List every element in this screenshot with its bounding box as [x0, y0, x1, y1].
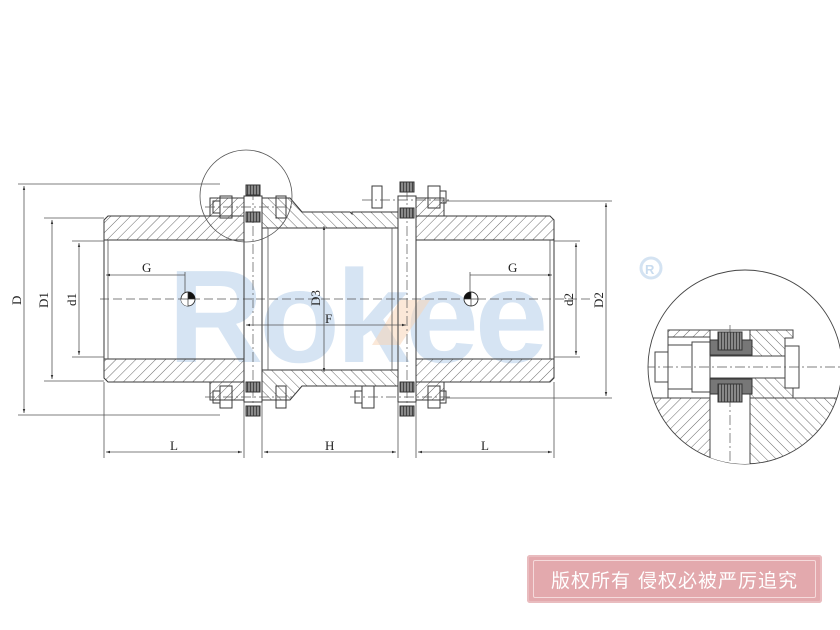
label-G-left: G [142, 260, 151, 275]
label-D3: D3 [308, 290, 323, 306]
label-d2: d2 [561, 293, 576, 306]
dimension-labels: D D1 d1 G D3 F G d2 D2 L H L [9, 260, 606, 453]
svg-text:R: R [645, 262, 655, 277]
registered-mark-icon [639, 256, 663, 280]
dimension-lines [22, 186, 608, 454]
label-H: H [325, 438, 334, 453]
right-hub [415, 197, 555, 401]
label-D1: D1 [36, 292, 51, 308]
label-L-right: L [481, 438, 489, 453]
label-L-left: L [170, 438, 178, 453]
bolt-assemblies [205, 181, 452, 417]
copyright-text: 版权所有 侵权必被严厉追究 [550, 569, 799, 592]
stamp-border [533, 560, 816, 598]
label-D2: D2 [591, 292, 606, 308]
detail-view [647, 269, 840, 465]
label-G-right: G [508, 260, 517, 275]
diaphragm-plates [243, 190, 417, 410]
detail-callout-circle [199, 149, 293, 243]
copyright-stamp: 版权所有 侵权必被严厉追究 [527, 555, 822, 603]
center-of-gravity-icon-left [180, 291, 196, 307]
center-of-gravity-icon-right [463, 291, 479, 307]
label-d1: d1 [64, 293, 79, 306]
label-F: F [325, 311, 332, 326]
label-D: D [9, 296, 24, 305]
extension-lines [18, 183, 612, 458]
